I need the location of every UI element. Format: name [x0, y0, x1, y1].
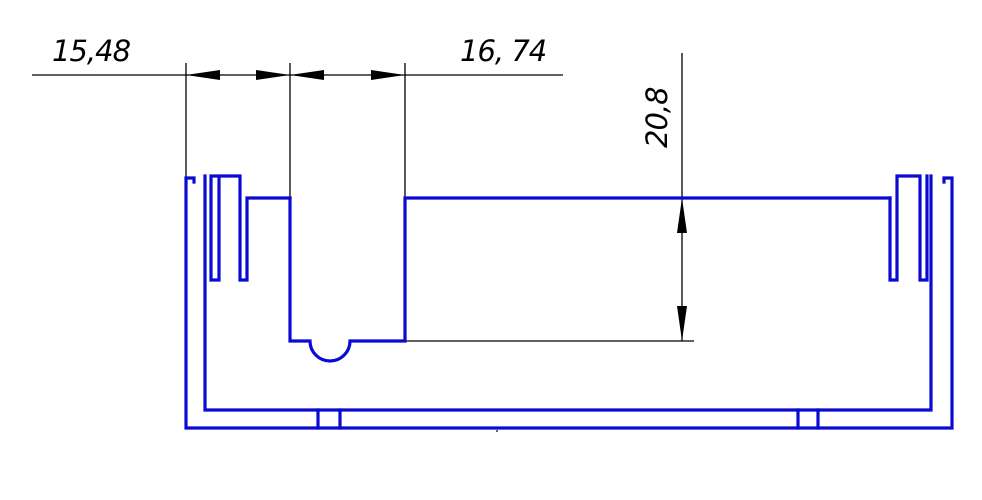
dimension-width-right: 16, 74	[290, 34, 563, 198]
arrowhead	[290, 70, 324, 80]
right-clip	[888, 174, 929, 282]
arrowhead	[186, 70, 220, 80]
tray-recess	[288, 196, 892, 363]
outer-shell	[184, 176, 954, 430]
profile-outline	[184, 174, 954, 430]
center-mark	[496, 430, 498, 432]
dimension-label-width-right: 16, 74	[460, 34, 546, 68]
arrowhead	[371, 70, 405, 80]
left-clip	[209, 174, 292, 282]
inner-shell	[203, 174, 933, 412]
dimension-label-depth: 20,8	[640, 87, 674, 148]
arrowhead	[677, 306, 687, 341]
dimension-depth: 20,8	[405, 53, 694, 342]
dimension-label-width-left: 15,48	[52, 34, 131, 68]
bottom-slot-left	[316, 408, 342, 430]
dimension-width-left: 15,48	[32, 34, 291, 198]
arrowhead	[256, 70, 290, 80]
arrowhead	[677, 198, 687, 233]
bottom-slot-right	[796, 408, 820, 430]
